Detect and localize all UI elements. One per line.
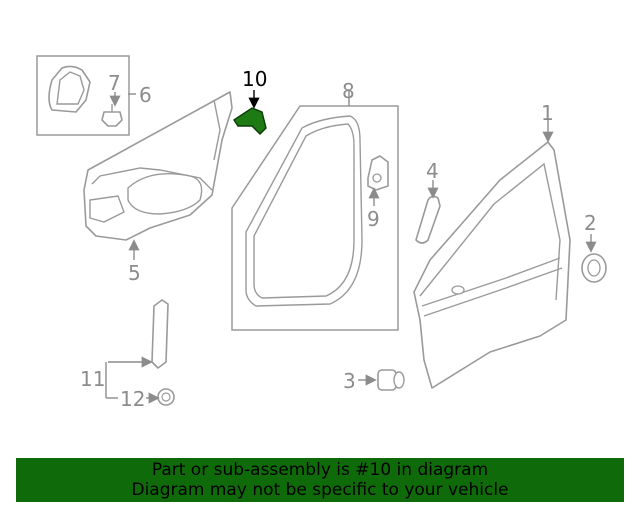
callout-12: 12 <box>120 387 145 411</box>
callout-5: 5 <box>128 261 141 285</box>
callout-1: 1 <box>541 101 554 125</box>
weatherstrip-8-box <box>231 90 399 331</box>
callout-7: 7 <box>108 71 121 95</box>
banner-line-2: Diagram may not be specific to your vehi… <box>131 480 509 500</box>
grommet-2-icon <box>581 234 607 283</box>
parts-diagram: 1 2 3 4 5 6 7 8 9 10 11 12 <box>36 55 607 411</box>
door-trim-panel-5 <box>83 91 233 260</box>
bracket-10-highlighted <box>233 90 267 135</box>
door-shell-1 <box>413 120 571 389</box>
callout-2: 2 <box>584 211 597 235</box>
pillar-trim-11 <box>105 299 169 399</box>
clip-7-icon <box>101 104 123 127</box>
handle-4-icon <box>415 180 441 244</box>
striker-9-icon <box>367 155 389 206</box>
callout-6: 6 <box>139 83 152 107</box>
callout-8: 8 <box>342 79 355 103</box>
callout-9: 9 <box>367 207 380 231</box>
banner-line-1: Part or sub-assembly is #10 in diagram <box>151 460 489 480</box>
callout-10: 10 <box>242 67 267 91</box>
callout-4: 4 <box>426 159 439 183</box>
callout-3: 3 <box>343 369 356 393</box>
inset-box-6-7 <box>36 55 136 136</box>
check-pin-3-icon <box>358 369 405 391</box>
clip-12-icon <box>146 388 175 406</box>
info-banner: Part or sub-assembly is #10 in diagram D… <box>16 458 624 502</box>
callout-11: 11 <box>80 367 105 391</box>
